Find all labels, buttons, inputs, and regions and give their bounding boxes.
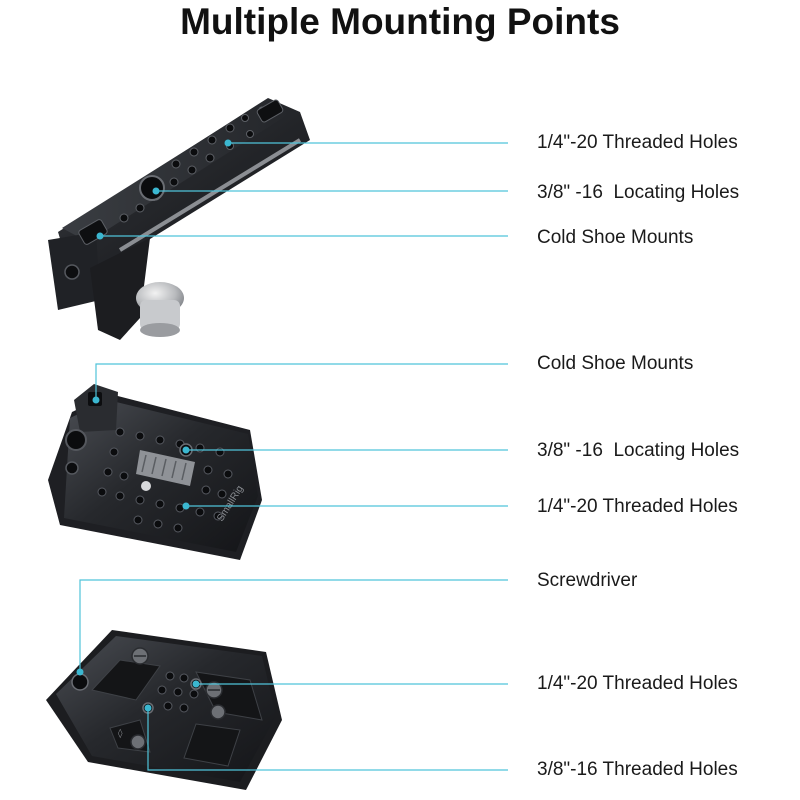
callout-label-base-screwdriver: Screwdriver xyxy=(537,570,638,591)
leader-dot-3 xyxy=(96,232,104,240)
leader-dot-2 xyxy=(152,187,160,195)
handle-front-hole xyxy=(64,264,80,280)
leader-line-7 xyxy=(79,579,508,672)
leader-dot-9 xyxy=(144,704,152,712)
leader-line-4 xyxy=(95,363,508,400)
leader-dot-1 xyxy=(224,139,232,147)
handle-top-face xyxy=(62,100,292,242)
callout-label-plate-threaded-holes: 1/4"-20 Threaded Holes xyxy=(537,496,738,517)
base-plate: ◊ xyxy=(46,630,282,790)
base-screwdriver-slot xyxy=(71,673,89,691)
leader-dot-6 xyxy=(182,502,190,510)
callout-label-handle-threaded-holes: 1/4"-20 Threaded Holes xyxy=(537,132,738,153)
quick-release-plate: SmallRig xyxy=(48,384,262,560)
leader-dot-5 xyxy=(182,446,190,454)
handle-bar xyxy=(58,98,310,270)
leader-dot-4 xyxy=(92,396,100,404)
svg-text:◊: ◊ xyxy=(118,728,123,739)
leader-dot-7 xyxy=(76,668,84,676)
handle-cold-shoe-slot xyxy=(78,219,108,245)
page-title: Multiple Mounting Points xyxy=(180,1,620,42)
callout-label-plate-cold-shoe: Cold Shoe Mounts xyxy=(537,353,694,374)
plate-cold-shoe-block xyxy=(74,384,118,432)
callout-label-handle-cold-shoe: Cold Shoe Mounts xyxy=(537,227,694,248)
plate-holes xyxy=(97,427,233,533)
callout-label-plate-locating-holes: 3/8" -16 Locating Holes xyxy=(537,440,740,461)
handle-leg xyxy=(90,238,150,340)
leader-dots xyxy=(76,139,232,712)
top-handle xyxy=(48,98,310,340)
plate-dovetail xyxy=(136,450,195,486)
leader-dot-8 xyxy=(192,680,200,688)
callout-label-base-threaded-holes: 1/4"-20 Threaded Holes xyxy=(537,673,738,694)
callout-label-base-threaded-holes-38: 3/8"-16 Threaded Holes xyxy=(537,759,738,780)
leader-line-9 xyxy=(147,708,508,771)
handle-rod xyxy=(118,138,302,252)
handle-locating-hole xyxy=(139,175,165,201)
callout-label-handle-locating-holes: 3/8" -16 Locating Holes xyxy=(537,182,740,203)
base-holes xyxy=(157,671,199,713)
leader-lines xyxy=(79,142,508,771)
